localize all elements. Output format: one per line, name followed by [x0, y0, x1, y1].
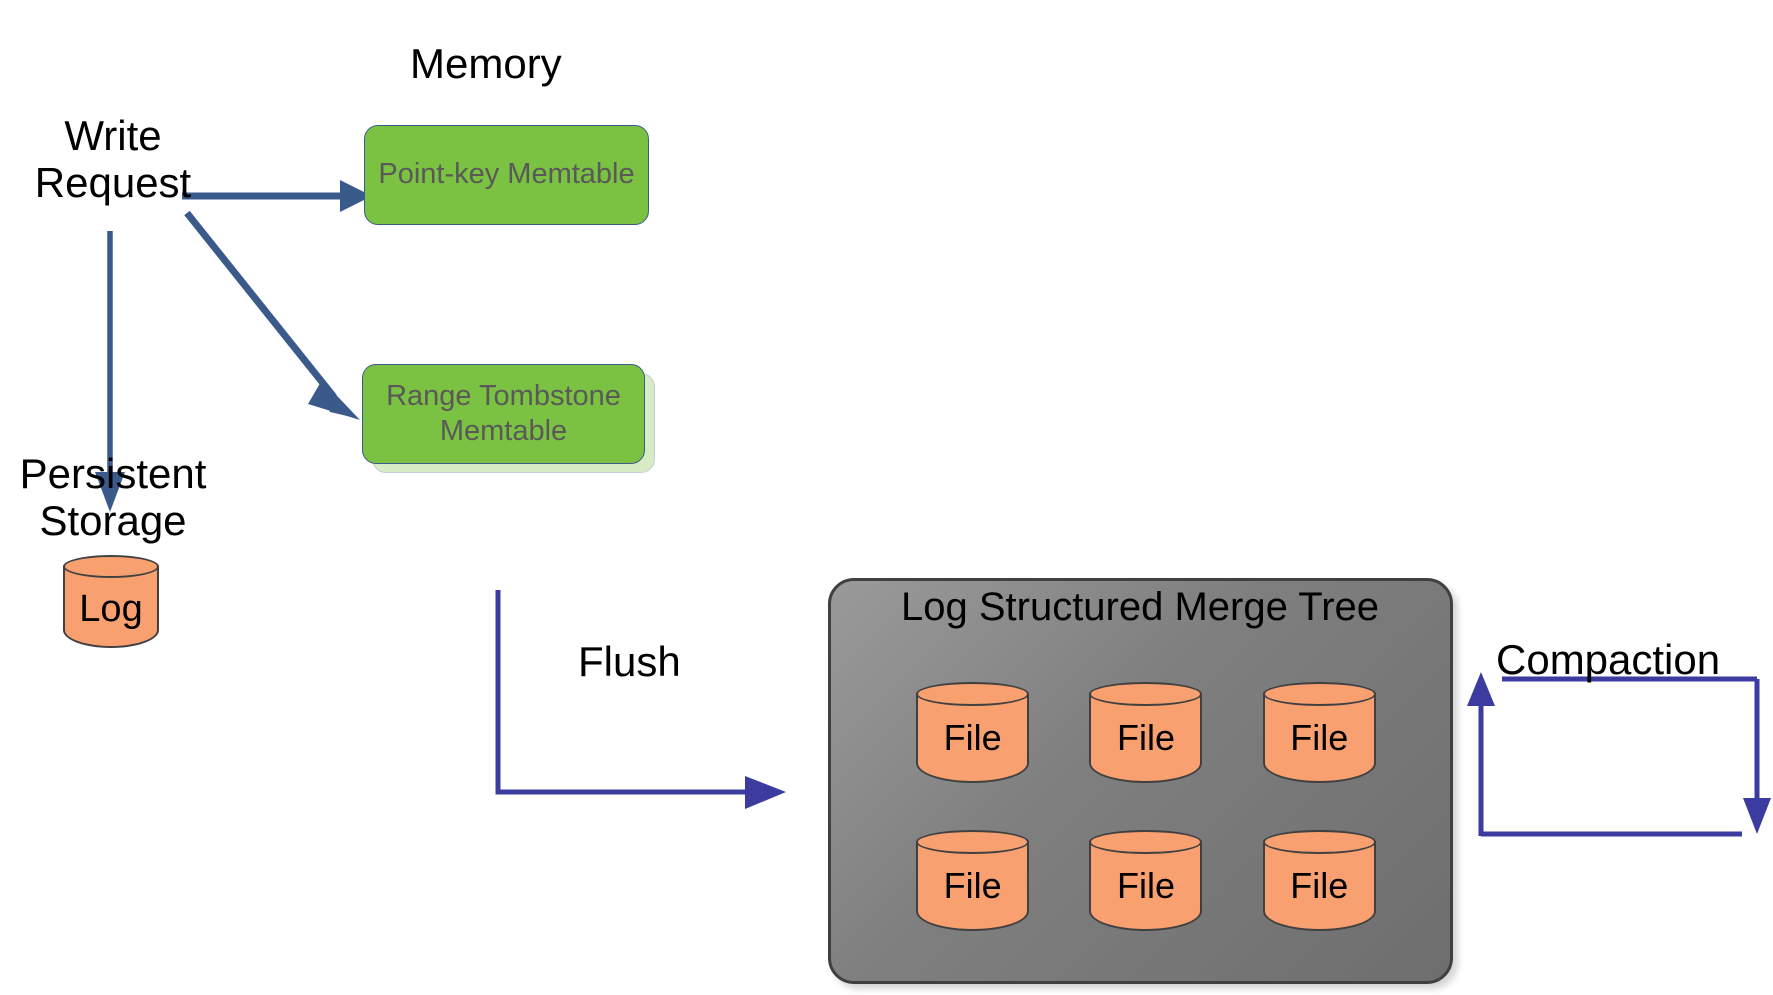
file-cylinder-top [1089, 830, 1203, 854]
point-key-memtable-label: Point-key Memtable [378, 158, 635, 191]
arrow-write-to-range-tombstone-memtable [184, 210, 360, 420]
write-request-label: Write Request [34, 112, 192, 207]
file-cylinder-top [1262, 682, 1376, 706]
file-cylinder[interactable]: File [1262, 830, 1376, 942]
file-cylinder[interactable]: File [916, 830, 1030, 942]
arrow-compaction-loop [1467, 672, 1771, 837]
file-cylinder-top [916, 830, 1030, 854]
arrow-flush-to-lsm [495, 590, 786, 809]
file-cylinder[interactable]: File [916, 682, 1030, 794]
compaction-label: Compaction [1496, 636, 1721, 683]
lsm-tree-title: Log Structured Merge Tree [900, 585, 1380, 629]
file-cylinder[interactable]: File [1089, 682, 1203, 794]
file-cylinder-label: File [943, 717, 1002, 758]
file-cylinder-label: File [1116, 717, 1175, 758]
file-cell: File [886, 812, 1059, 960]
file-cylinder-label: File [1290, 717, 1349, 758]
file-cylinder-top [1089, 682, 1203, 706]
log-cylinder-label: Log [79, 587, 143, 630]
flush-label: Flush [578, 638, 681, 685]
log-cylinder-body [63, 566, 159, 648]
file-cylinder-body [916, 841, 1030, 931]
file-cylinder-body [1089, 693, 1203, 783]
file-cylinder-body [1089, 841, 1203, 931]
range-tombstone-memtable-box[interactable]: Range Tombstone Memtable [362, 364, 645, 464]
persistent-storage-label: Persistent Storage [19, 450, 207, 545]
range-tombstone-memtable-label: Range Tombstone Memtable [386, 379, 621, 447]
file-cell: File [1059, 664, 1232, 812]
file-cylinder[interactable]: File [1262, 682, 1376, 794]
log-cylinder[interactable]: Log [63, 555, 159, 655]
arrow-write-to-point-key-memtable [182, 180, 372, 212]
file-cylinder-top [916, 682, 1030, 706]
file-cylinder[interactable]: File [1089, 830, 1203, 942]
file-cell: File [886, 664, 1059, 812]
file-cylinder-label: File [1290, 865, 1349, 906]
file-cell: File [1233, 812, 1406, 960]
file-cylinder-label: File [943, 865, 1002, 906]
file-cylinder-label: File [1116, 865, 1175, 906]
file-cylinder-top [1262, 830, 1376, 854]
file-cell: File [1233, 664, 1406, 812]
point-key-memtable-box[interactable]: Point-key Memtable [364, 125, 649, 225]
log-cylinder-top [63, 555, 159, 578]
file-cylinder-body [916, 693, 1030, 783]
arrow-write-to-log [95, 231, 125, 512]
file-cell: File [1059, 812, 1232, 960]
lsm-file-grid: File File File File [886, 664, 1406, 960]
file-cylinder-body [1262, 841, 1376, 931]
memory-label: Memory [410, 40, 562, 87]
file-cylinder-body [1262, 693, 1376, 783]
